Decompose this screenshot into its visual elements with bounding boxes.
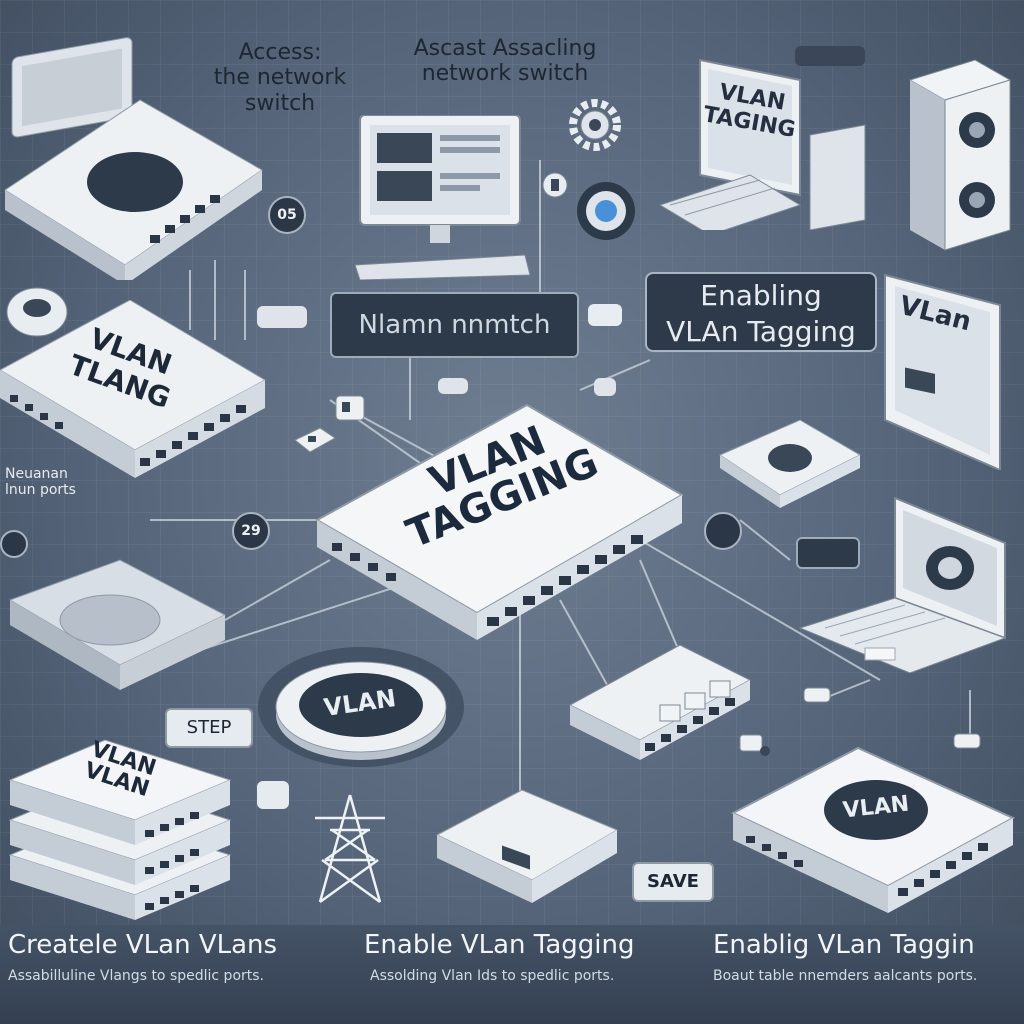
top-right-tag <box>795 46 865 66</box>
left-side-note: Neuanan lnun ports <box>5 466 76 499</box>
footer-step2-subtitle: Assolding Vlan Ids to spedlic ports. <box>370 968 615 984</box>
access-point-device <box>715 410 865 510</box>
bottom-right-switch <box>728 738 1018 918</box>
cable-end-plug-right <box>800 682 840 712</box>
server-tower <box>905 55 1015 255</box>
enabling-vlan-tagging-banner: Enabling VLAn Tagging <box>645 272 877 352</box>
bottom-center-switch <box>432 775 622 905</box>
footer-step2-title: Enable VLan Tagging <box>364 930 635 960</box>
right-monitor <box>870 270 1010 472</box>
vlan-round-button-base <box>256 645 466 770</box>
small-device-icon-c <box>594 378 616 396</box>
access-switch-device <box>0 20 265 285</box>
router-icon-small <box>5 280 70 340</box>
save-button[interactable]: SAVE <box>632 862 714 902</box>
left-vlan-switch <box>0 299 270 480</box>
patch-panel <box>565 635 755 775</box>
footer-step3-subtitle: Boaut table nnemders aalcants ports. <box>713 968 978 984</box>
cable-connector-icon <box>540 170 570 200</box>
step-badge-05: 05 <box>268 196 306 234</box>
network-globe-icon <box>575 180 637 242</box>
gear-icon <box>565 95 625 155</box>
small-tag-icon <box>257 781 289 809</box>
access-switch-label: Access: the network switch <box>213 40 347 116</box>
step-label: STEP <box>165 708 253 748</box>
stacked-switches <box>5 735 235 925</box>
ethernet-connector-b <box>290 420 340 460</box>
step-badge-left <box>0 530 28 558</box>
footer-strip <box>0 925 1024 1024</box>
footer-step1-title: Createle VLan VLans <box>8 930 278 960</box>
footer-step3-title: Enablig VLan Taggin <box>713 930 975 960</box>
small-device-icon-a <box>257 306 307 328</box>
cable-end-plug <box>735 725 775 765</box>
small-device-icon-b <box>438 378 468 394</box>
ethernet-connector-a <box>330 390 370 430</box>
small-port-icon <box>588 304 622 326</box>
workstation-monitor <box>658 55 910 236</box>
step-badge-29: 29 <box>232 512 270 550</box>
antenna-tower-icon <box>310 790 390 905</box>
footer-step1-subtitle: Assabilluline Vlangs to spedlic ports. <box>8 968 264 984</box>
checkbox-badge <box>704 512 742 550</box>
laptop-computer <box>795 488 1010 674</box>
cable-end-plug-far <box>950 728 990 758</box>
top-center-label: Ascast Assacling network switch <box>413 36 597 87</box>
central-vlan-switch <box>312 395 687 640</box>
configured-switch-left <box>0 540 230 690</box>
desktop-computer <box>345 114 535 281</box>
laptop-toggle <box>796 537 860 569</box>
network-switch-label-box: Nlamn nnmtch <box>330 292 579 358</box>
